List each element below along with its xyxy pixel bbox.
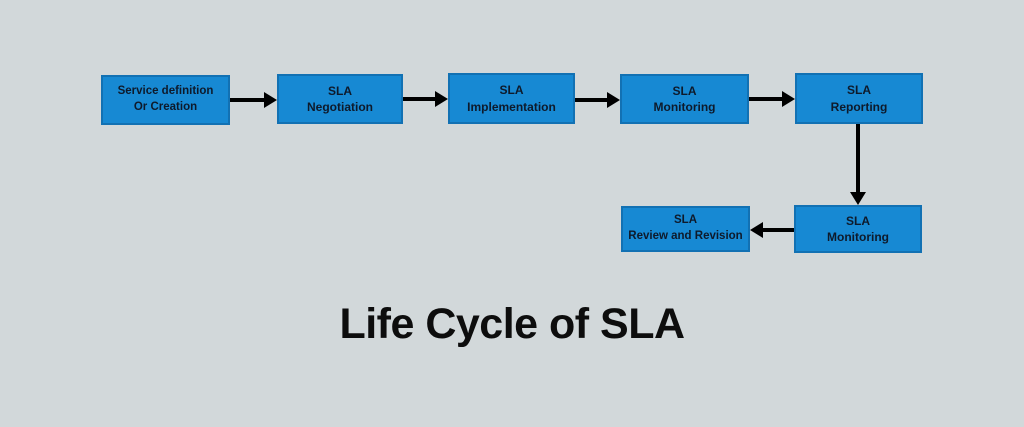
node-label-line1: SLA: [328, 83, 352, 98]
node-label-line2: Or Creation: [133, 101, 198, 113]
arrow-shaft: [575, 98, 611, 102]
node-label-line1: SLA: [674, 214, 697, 227]
arrow-negotiation-to-implementation: [403, 91, 448, 107]
arrow-monitoring2-to-review: [750, 222, 794, 238]
node-sla-reporting: SLA Reporting: [795, 73, 923, 124]
arrow-shaft: [230, 98, 268, 102]
arrowhead-right-icon: [607, 92, 620, 108]
arrowhead-left-icon: [750, 222, 763, 238]
diagram-title: Life Cycle of SLA: [339, 300, 685, 348]
arrow-monitoring-to-reporting: [749, 91, 795, 107]
node-service-definition: Service definition Or Creation: [101, 75, 230, 125]
arrowhead-down-icon: [850, 192, 866, 205]
arrow-reporting-to-monitoring2: [850, 124, 866, 205]
arrow-shaft: [759, 228, 794, 232]
node-label-line1: SLA: [499, 83, 524, 98]
node-label-line2: Monitoring: [653, 100, 716, 114]
node-label-line1: SLA: [672, 83, 697, 98]
node-sla-negotiation: SLA Negotiation: [277, 74, 403, 124]
node-label-line2: Reporting: [830, 99, 888, 114]
node-sla-monitoring-2: SLA Monitoring: [794, 205, 922, 253]
node-label-line1: SLA: [846, 213, 870, 228]
node-sla-monitoring: SLA Monitoring: [620, 74, 749, 124]
node-sla-review-revision: SLA Review and Revision: [621, 206, 750, 252]
arrowhead-right-icon: [264, 92, 277, 108]
node-label-line2: Review and Revision: [628, 230, 743, 242]
node-label-line1: SLA: [847, 83, 871, 98]
arrowhead-right-icon: [782, 91, 795, 107]
arrow-implementation-to-monitoring: [575, 92, 620, 108]
arrow-shaft: [856, 124, 860, 196]
arrowhead-right-icon: [435, 91, 448, 107]
node-label-line2: Implementation: [467, 99, 556, 114]
node-sla-implementation: SLA Implementation: [448, 73, 575, 124]
node-label-line1: Service definition: [117, 85, 214, 98]
arrow-service-to-negotiation: [230, 92, 277, 108]
node-label-line2: Negotiation: [307, 100, 373, 114]
arrow-shaft: [403, 97, 439, 101]
node-label-line2: Monitoring: [827, 230, 889, 244]
arrow-shaft: [749, 97, 786, 101]
